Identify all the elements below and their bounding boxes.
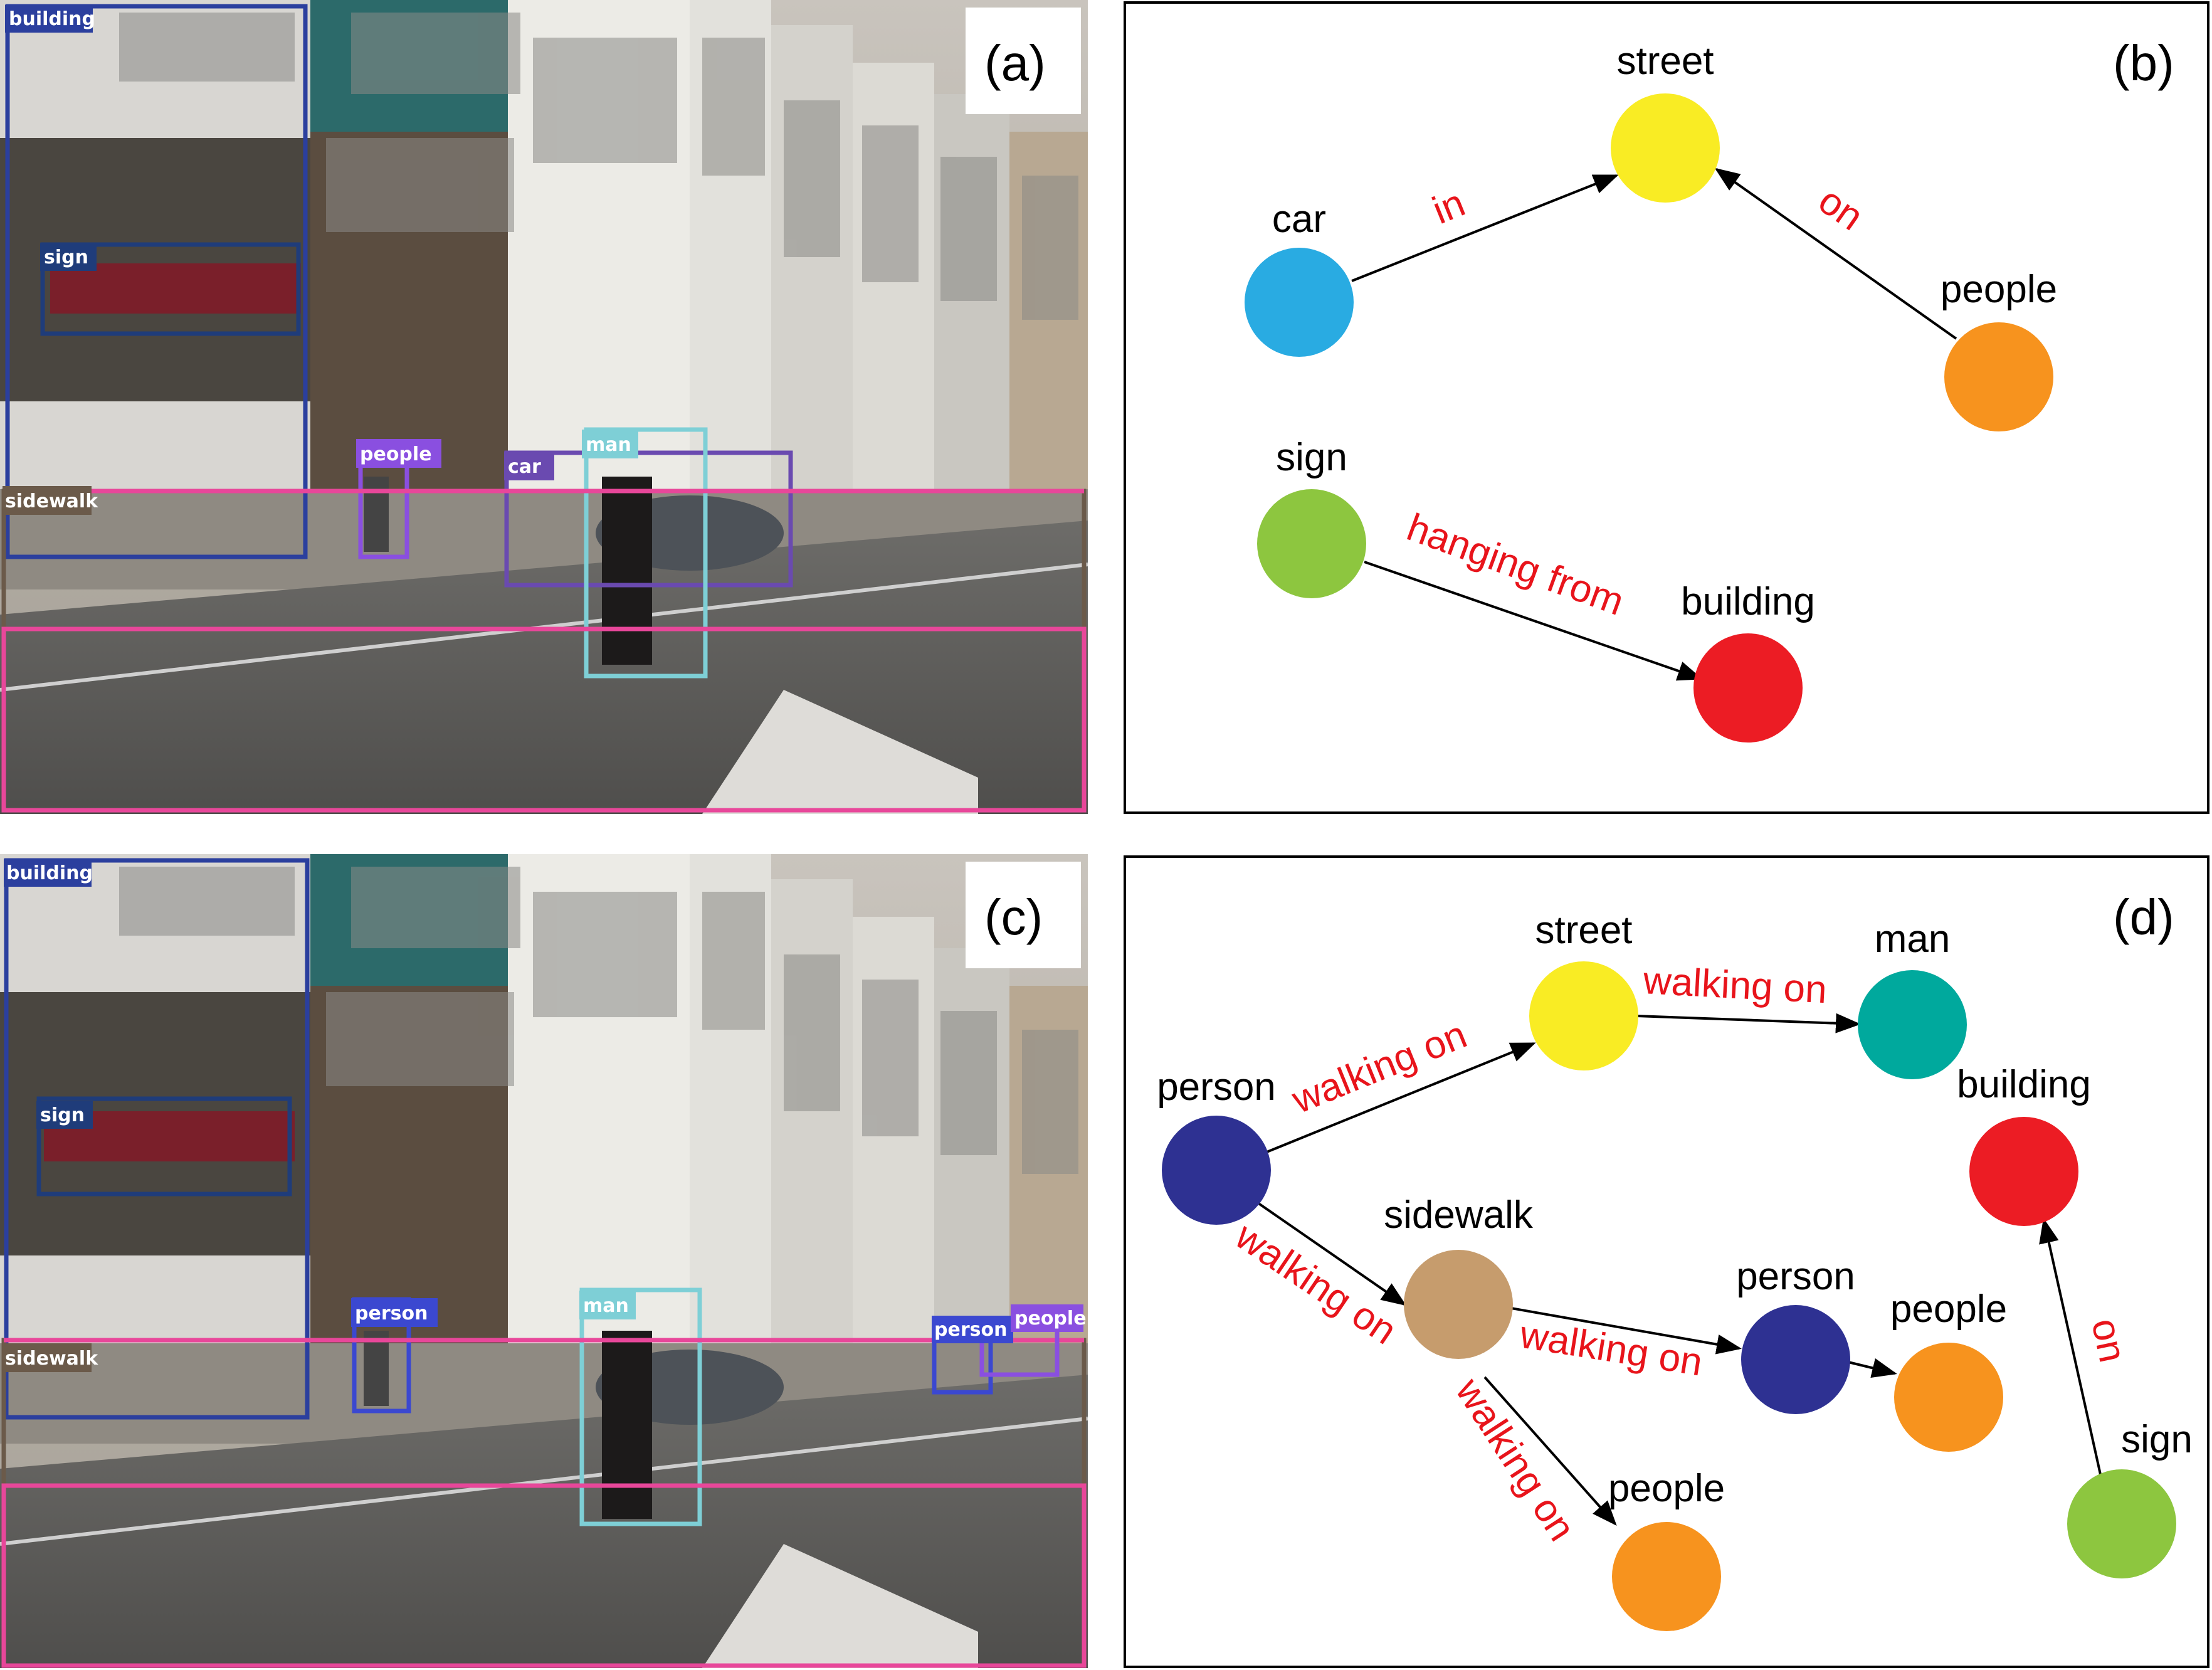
node-sign-d: [2067, 1469, 2176, 1578]
node-people-right: [1894, 1343, 2003, 1452]
node-sidewalk: [1404, 1250, 1513, 1359]
node-label-person-right: person: [1736, 1255, 1855, 1298]
edge-car-in-street: [1351, 174, 1619, 282]
panel-a-photo: building sign people car man sidewalk (a…: [0, 0, 1088, 814]
det-tag-man-c: man: [583, 1295, 629, 1317]
det-tag-sidewalk: sidewalk: [5, 490, 98, 512]
det-tag-people: people: [360, 443, 432, 465]
detection-box-man-c: [579, 1287, 702, 1526]
edge-person-walking-on-sidewalk: [1256, 1202, 1407, 1306]
det-tag-person-right-c: person: [934, 1319, 1007, 1341]
edge-person-to-people: [1848, 1358, 1897, 1378]
street-photo-c: [0, 854, 1088, 1668]
detection-box-car: [504, 450, 793, 588]
detection-box-man: [584, 427, 708, 679]
node-label-building: building: [1681, 580, 1815, 623]
detection-box-building: [5, 4, 308, 559]
node-label-person-left: person: [1157, 1065, 1276, 1109]
node-label-sign-d: sign: [2121, 1418, 2193, 1461]
det-tag-sign: sign: [44, 246, 88, 268]
street-photo: [0, 0, 1088, 814]
edge-sidewalk-walking-on-person: [1510, 1307, 1742, 1355]
node-label-building-d: building: [1957, 1063, 2091, 1106]
node-street: [1611, 93, 1720, 203]
node-building: [1693, 633, 1803, 743]
node-people-bottom: [1612, 1522, 1721, 1631]
node-label-street: street: [1616, 40, 1714, 83]
node-label-man: man: [1875, 917, 1951, 961]
det-tag-car: car: [508, 456, 541, 478]
edge-sidewalk-walking-on-people: [1483, 1376, 1617, 1526]
node-label-sign: sign: [1276, 436, 1347, 479]
det-tag-person-c: person: [355, 1303, 428, 1324]
det-tag-sidewalk-c: sidewalk: [5, 1348, 98, 1370]
node-man: [1858, 970, 1967, 1079]
node-people: [1944, 322, 2053, 431]
edge-label-sign-building: on: [2083, 1315, 2134, 1366]
panel-d-scene-graph: (d) street man person building sidewalk …: [1124, 855, 2209, 1668]
panel-tag-b: (b): [2113, 35, 2174, 91]
det-tag-building-c: building: [6, 862, 93, 884]
node-label-car: car: [1272, 198, 1326, 241]
det-tag-building: building: [9, 8, 95, 30]
node-label-people-bottom: people: [1608, 1467, 1725, 1510]
node-building-d: [1969, 1117, 2078, 1226]
node-label-sidewalk: sidewalk: [1384, 1193, 1534, 1237]
node-sign: [1257, 489, 1366, 598]
node-label-people-right: people: [1890, 1287, 2007, 1331]
edge-people-on-street: [1714, 167, 1957, 340]
edge-sign-hanging-from-building: [1364, 561, 1703, 681]
node-label-street-d: street: [1535, 909, 1632, 952]
edge-label-street-man: walking on: [1641, 959, 1828, 1012]
panel-tag-c: (c): [984, 889, 1043, 945]
node-person-right: [1741, 1305, 1850, 1414]
detection-box-sign-c: [36, 1096, 292, 1197]
edge-street-walking-on-man: [1636, 1013, 1861, 1033]
panel-c-photo: building sign person man sidewalk person…: [0, 854, 1088, 1668]
panel-tag-a: (a): [984, 35, 1046, 91]
edge-person-walking-on-street: [1265, 1042, 1536, 1154]
panel-tag-d: (d): [2113, 889, 2174, 945]
detection-box-building-c: [4, 858, 310, 1420]
node-street-d: [1529, 961, 1638, 1070]
panel-b-scene-graph: (b) street car people sign building in o…: [1124, 1, 2209, 814]
edge-sign-on-building: [2039, 1218, 2103, 1481]
node-label-people: people: [1941, 268, 2057, 311]
det-tag-people-c: people: [1014, 1308, 1087, 1329]
node-person-left: [1162, 1116, 1271, 1225]
det-tag-man: man: [586, 434, 631, 456]
det-tag-sign-c: sign: [40, 1104, 85, 1126]
detection-box-sign: [40, 242, 301, 336]
node-car: [1245, 248, 1354, 357]
